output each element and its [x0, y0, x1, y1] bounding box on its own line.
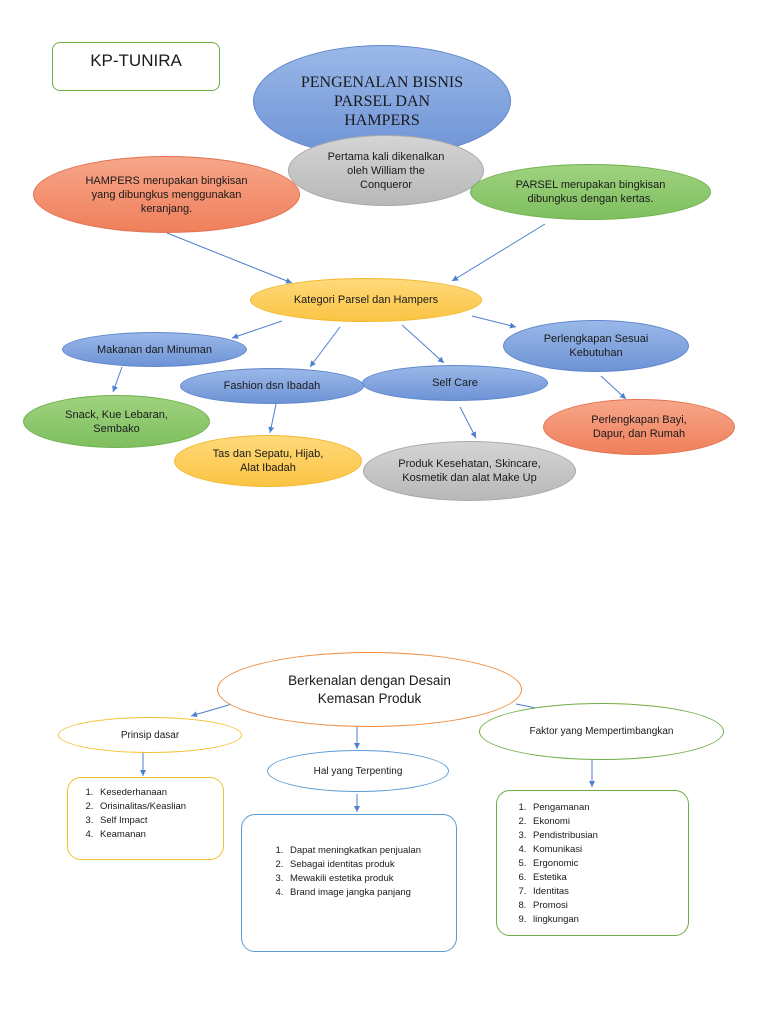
makanan-text: Makanan dan Minuman	[97, 343, 212, 356]
prinsip-list-box: Kesederhanaan Orisinalitas/Keaslian Self…	[67, 777, 224, 860]
produk-node: Produk Kesehatan, Skincare, Kosmetik dan…	[363, 441, 576, 501]
hal-list-box: Dapat meningkatkan penjualan Sebagai ide…	[241, 814, 457, 952]
list-item: Estetika	[529, 871, 688, 885]
tas-text: Tas dan Sepatu, Hijab, Alat Ibadah	[212, 448, 324, 474]
produk-text: Produk Kesehatan, Skincare, Kosmetik dan…	[398, 458, 541, 484]
kategori-text: Kategori Parsel dan Hampers	[293, 294, 439, 306]
list-item: Ergonomic	[529, 857, 688, 871]
intro-node: Pertama kali dikenalkan oleh William the…	[288, 135, 484, 206]
list-item: Orisinalitas/Keaslian	[96, 800, 223, 814]
makanan-node: Makanan dan Minuman	[62, 332, 247, 367]
arrow-fashion-to-tas	[268, 403, 277, 434]
parsel-text: PARSEL merupakan bingkisan dibungkus den…	[515, 179, 666, 205]
kategori-node: Kategori Parsel dan Hampers	[250, 278, 482, 322]
hampers-text: HAMPERS merupakan bingkisan yang dibungk…	[85, 174, 248, 215]
kemasan-title-node: Berkenalan dengan Desain Kemasan Produk	[217, 652, 522, 727]
faktor-text: Faktor yang Mempertimbangkan	[529, 726, 674, 737]
list-item: Komunikasi	[529, 843, 688, 857]
fashion-text: Fashion dsn Ibadah	[223, 380, 321, 392]
prinsip-text: Prinsip dasar	[120, 729, 180, 741]
kp-tunira-text: KP-TUNIRA	[90, 50, 182, 70]
faktor-node: Faktor yang Mempertimbangkan	[479, 703, 724, 760]
list-item: Sebagai identitas produk	[286, 858, 448, 872]
hal-text: Hal yang Terpenting	[313, 765, 403, 777]
list-item: Pendistribusian	[529, 829, 688, 843]
snack-node: Snack, Kue Lebaran, Sembako	[23, 395, 210, 448]
parsel-node: PARSEL merupakan bingkisan dibungkus den…	[470, 164, 711, 220]
list-item: Ekonomi	[529, 815, 688, 829]
bayi-text: Perlengkapan Bayi, Dapur, dan Rumah	[591, 414, 687, 440]
faktor-list-box: Pengamanan Ekonomi Pendistribusian Komun…	[496, 790, 689, 936]
list-item: Kesederhanaan	[96, 786, 223, 800]
list-item: Dapat meningkatkan penjualan	[286, 844, 448, 858]
list-item: lingkungan	[529, 913, 688, 927]
hal-list: Dapat meningkatkan penjualan Sebagai ide…	[242, 844, 448, 900]
list-item: Promosi	[529, 899, 688, 913]
arrow-kategori-to-perlengkapan	[471, 315, 517, 329]
arrow-hampers-to-kategori	[166, 232, 293, 284]
perlengkapan-node: Perlengkapan Sesuai Kebutuhan	[503, 320, 689, 372]
list-item: Pengamanan	[529, 801, 688, 815]
prinsip-list: Kesederhanaan Orisinalitas/Keaslian Self…	[68, 786, 223, 842]
arrow-kategori-to-selfcare	[401, 324, 445, 364]
main-title-text: PENGENALAN BISNIS PARSEL DAN HAMPERS	[300, 73, 464, 129]
intro-text: Pertama kali dikenalkan oleh William the…	[327, 150, 445, 191]
list-item: Keamanan	[96, 828, 223, 842]
kemasan-title-text: Berkenalan dengan Desain Kemasan Produk	[288, 672, 451, 706]
hal-node: Hal yang Terpenting	[267, 750, 449, 792]
bayi-node: Perlengkapan Bayi, Dapur, dan Rumah	[543, 399, 735, 455]
list-item: Mewakili estetika produk	[286, 872, 448, 886]
selfcare-text: Self Care	[432, 377, 478, 389]
snack-text: Snack, Kue Lebaran, Sembako	[65, 408, 168, 435]
arrow-parsel-to-kategori	[451, 223, 546, 282]
arrow-title-to-prinsip	[190, 703, 233, 718]
main-title-node: PENGENALAN BISNIS PARSEL DAN HAMPERS	[253, 45, 511, 157]
tas-node: Tas dan Sepatu, Hijab, Alat Ibadah	[174, 435, 362, 487]
selfcare-node: Self Care	[362, 365, 548, 401]
arrow-selfcare-to-produk	[459, 406, 477, 439]
arrow-kategori-to-makanan	[231, 320, 283, 339]
perlengkapan-text: Perlengkapan Sesuai Kebutuhan	[543, 333, 649, 359]
arrow-makanan-to-snack	[112, 366, 123, 393]
arrow-kategori-to-fashion	[309, 326, 341, 368]
prinsip-node: Prinsip dasar	[58, 717, 242, 753]
faktor-list: Pengamanan Ekonomi Pendistribusian Komun…	[497, 801, 688, 927]
arrow-perlengkapan-to-bayi	[600, 375, 627, 400]
list-item: Brand image jangka panjang	[286, 886, 448, 900]
hampers-node: HAMPERS merupakan bingkisan yang dibungk…	[33, 156, 300, 233]
fashion-node: Fashion dsn Ibadah	[180, 368, 364, 404]
kp-tunira-badge: KP-TUNIRA	[52, 42, 220, 91]
list-item: Self Impact	[96, 814, 223, 828]
list-item: Identitas	[529, 885, 688, 899]
